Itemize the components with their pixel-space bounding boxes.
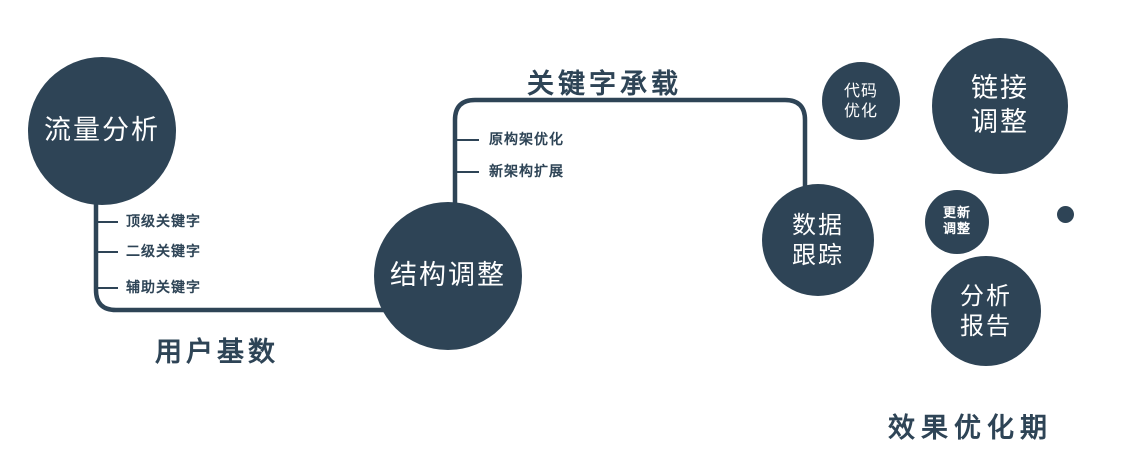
edge-label-user-base: 用户基数: [155, 337, 279, 368]
node-traffic-analysis: 流量分析: [28, 57, 176, 205]
node-traffic-analysis-label: 流量分析: [44, 115, 160, 147]
branch-label-auxiliary-keyword: 辅助关键字: [126, 280, 201, 296]
node-data-tracking-line2: 跟踪: [792, 241, 844, 269]
node-code-optimization: 代码 优化: [822, 62, 900, 140]
node-update-adjustment: 更新 调整: [925, 190, 989, 254]
node-update-adjustment-line2: 调整: [942, 222, 971, 237]
node-structure-adjust-label: 结构调整: [390, 260, 506, 292]
node-link-adjustment-line1: 链接: [971, 73, 1029, 105]
branch-label-top-keyword: 顶级关键字: [126, 214, 201, 230]
edge-label-keyword-carrying: 关键字承载: [527, 69, 682, 100]
node-analysis-report-line1: 分析: [960, 282, 1012, 310]
connector-traffic-to-structure: [93, 195, 430, 313]
node-analysis-report: 分析 报告: [931, 256, 1041, 366]
stage-label-effect-optimization: 效果优化期: [888, 413, 1053, 444]
node-link-adjustment-line2: 调整: [971, 107, 1029, 138]
node-structure-adjust: 结构调整: [374, 202, 522, 350]
node-analysis-report-line2: 报告: [960, 312, 1012, 340]
branch-label-secondary-keyword: 二级关键字: [126, 244, 201, 260]
connector-structure-to-data: [452, 97, 808, 215]
branch-label-new-architecture: 新架构扩展: [489, 164, 564, 180]
node-code-optimization-line2: 优化: [843, 101, 878, 120]
node-dot-marker: [1057, 206, 1074, 223]
node-code-optimization-line1: 代码: [843, 81, 878, 100]
node-link-adjustment: 链接 调整: [932, 38, 1068, 174]
node-data-tracking-line1: 数据: [792, 211, 844, 239]
node-update-adjustment-line1: 更新: [942, 205, 971, 221]
branch-label-original-architecture: 原构架优化: [489, 132, 564, 148]
node-data-tracking: 数据 跟踪: [762, 184, 874, 296]
